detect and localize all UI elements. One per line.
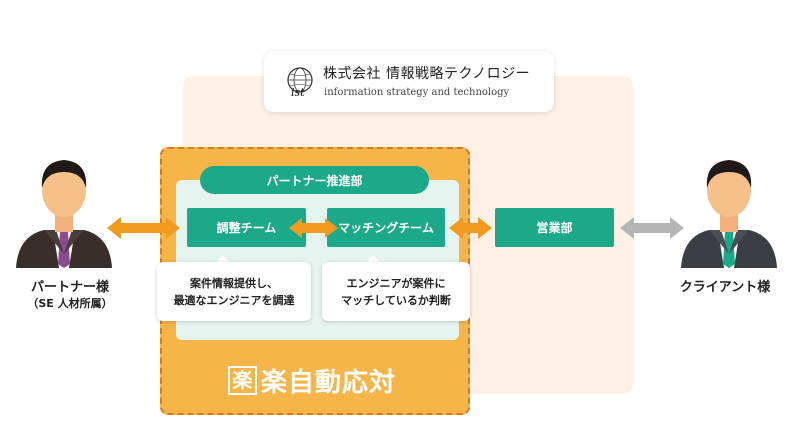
client-label: クライアント様 xyxy=(679,280,771,295)
matching-callout: エンジニアが案件に マッチしているか判断 xyxy=(322,262,470,321)
sales-dept-box: 営業部 xyxy=(495,208,614,247)
matching-team-box: マッチングチーム xyxy=(327,208,445,247)
callout-line: 案件情報提供し、 xyxy=(190,276,278,290)
company-logo-card: ist 株式会社 情報戦略テクノロジー information strategy… xyxy=(264,51,554,112)
rakuraku-logo: 楽 楽自動応対 xyxy=(228,364,397,398)
callout-line: エンジニアが案件に xyxy=(346,276,446,290)
callout-line: マッチしているか判断 xyxy=(341,293,451,307)
svg-text:ist: ist xyxy=(291,86,305,99)
callout-line: 最適なエンジニアを調達 xyxy=(173,293,295,307)
partner-promotion-dept: パートナー推進部 xyxy=(200,166,429,194)
double-arrow-icon xyxy=(620,217,684,239)
double-arrow-icon xyxy=(449,217,492,239)
callout-pointer xyxy=(216,255,230,263)
client-person-icon xyxy=(681,160,777,268)
double-arrow-icon xyxy=(107,217,180,239)
coordination-callout: 案件情報提供し、 最適なエンジニアを調達 xyxy=(157,262,311,321)
coordination-team-box: 調整チーム xyxy=(187,208,306,247)
company-name: 株式会社 情報戦略テクノロジー xyxy=(323,66,531,82)
partner-sublabel: （SE 人材所属） xyxy=(27,297,113,310)
raku-icon: 楽 xyxy=(228,365,257,395)
double-arrow-icon xyxy=(289,218,338,238)
partner-person-icon xyxy=(16,160,112,268)
company-tagline: information strategy and technology xyxy=(324,87,510,98)
ist-globe-logo-icon: ist xyxy=(287,67,313,99)
rakuraku-text: 楽自動応対 xyxy=(261,367,397,398)
callout-pointer xyxy=(366,255,380,263)
partner-label: パートナー様 xyxy=(30,280,109,295)
